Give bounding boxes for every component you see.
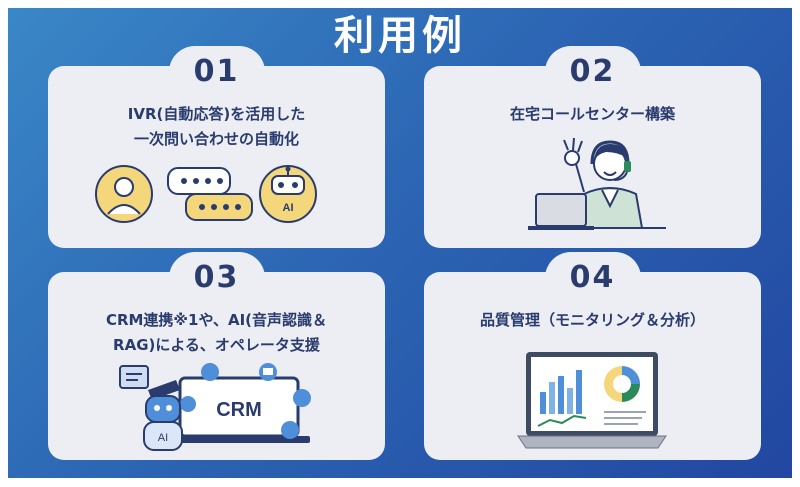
number-tab [545,252,641,298]
card-number: 04 [569,260,616,295]
robot-label: AI [283,202,294,214]
card-description: IVR(自動応答)を活用した 一次問い合わせの自動化 [48,102,385,152]
person-avatar-icon [95,165,153,223]
card-line: IVR(自動応答)を活用した [127,105,306,123]
ai-robot-icon: AI [259,165,317,223]
page-title: 利用例 [334,13,466,59]
card-number: 01 [193,54,240,89]
card-line: CRM連携※1や、AI(音声認識＆ [105,311,328,329]
chat-bubbles-icon [167,167,253,221]
card-description: 在宅コールセンター構築 [424,102,761,127]
crm-label: CRM [216,399,262,421]
card-number: 02 [569,54,616,89]
blue-panel: 利用例 01 IVR(自動応答)を活用した 一次問い合わせの自動化 [8,8,792,478]
number-tab [545,46,641,92]
headset-operator-laptop-icon [528,137,666,230]
card-number: 03 [193,260,240,295]
use-case-card-01: 01 IVR(自動応答)を活用した 一次問い合わせの自動化 [48,46,385,248]
analytics-dashboard-laptop-icon [517,352,667,449]
use-case-card-04: 04 品質管理（モニタリング＆分析） [424,252,761,460]
number-tab [169,252,265,298]
ivr-chat-illustration: AI [95,165,317,223]
use-case-card-02: 02 在宅コールセンター構築 [424,46,761,248]
robot-label: AI [158,432,168,444]
card-line: RAG)による、オペレータ支援 [113,336,320,354]
card-description: CRM連携※1や、AI(音声認識＆ RAG)による、オペレータ支援 [48,308,385,358]
card-line: 在宅コールセンター構築 [509,105,675,123]
card-description: 品質管理（モニタリング＆分析） [424,308,761,333]
use-case-card-03: 03 CRM連携※1や、AI(音声認識＆ RAG)による、オペレータ支援 CRM [48,252,385,460]
card-line: 一次問い合わせの自動化 [133,130,299,148]
crm-ai-laptop-icon: CRM AI [119,363,311,451]
card-line: 品質管理（モニタリング＆分析） [479,311,705,329]
number-tab [169,46,265,92]
